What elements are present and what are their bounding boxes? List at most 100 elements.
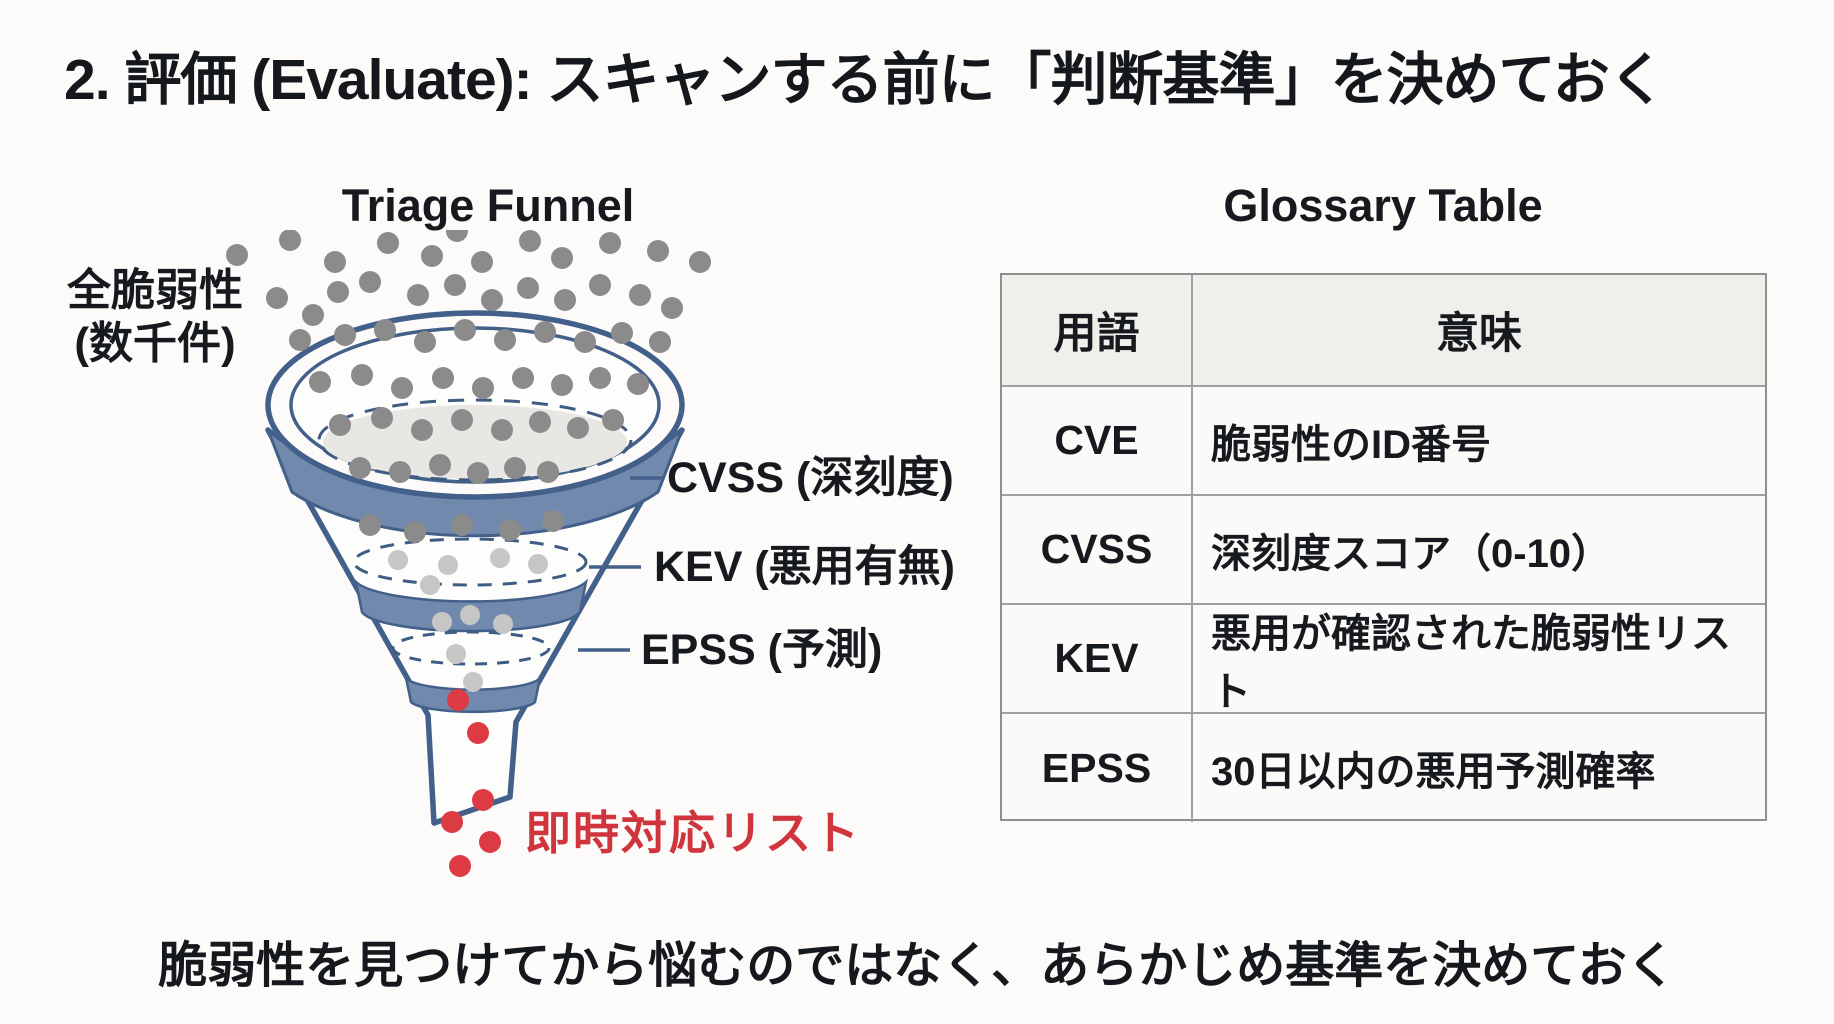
funnel-dot-gray [504,457,526,479]
funnel-dot-gray [451,514,473,536]
funnel-dot-gray [407,284,429,306]
funnel-dot-gray [334,324,356,346]
slide-title: 2. 評価 (Evaluate): スキャンする前に「判断基準」を決めておく [64,48,1666,112]
funnel-input-label-line2: (数千件) [74,319,236,368]
funnel-dot-gray [602,409,624,431]
glossary-term-cvss: CVSS [1002,494,1193,603]
funnel-dot-gray [429,454,451,476]
glossary-term-kev: KEV [1002,603,1193,712]
stage-label-cvss: CVSS (深刻度) [667,454,954,502]
funnel-dot-gray [542,510,564,532]
funnel-dot-gray [627,373,649,395]
funnel-dot-gray [391,377,413,399]
funnel-dot-gray [451,409,473,431]
funnel-dot-gray [309,371,331,393]
funnel-dot-gray [589,367,611,389]
glossary-meaning-kev: 悪用が確認された脆弱性リスト [1193,603,1765,714]
funnel-dot-light [388,550,408,570]
funnel-dot-gray [574,331,596,353]
funnel-dot-gray [324,251,346,273]
funnel-dot-gray [499,519,521,541]
funnel-dot-gray [371,407,393,429]
funnel-dot-gray [481,289,503,311]
funnel-dot-gray [404,521,426,543]
funnel-dot-gray [512,367,534,389]
funnel-dot-red [449,855,471,877]
funnel-dot-light [420,575,440,595]
funnel-dot-red [479,831,501,853]
funnel-dot-light [460,605,480,625]
glossary-title: Glossary Table [1223,180,1543,231]
funnel-dot-gray [647,240,669,262]
funnel-dashed-level-kev [352,537,588,587]
funnel-dot-red [441,811,463,833]
funnel-dot-gray [454,319,476,341]
funnel-dot-gray [471,251,493,273]
funnel-dot-gray [519,230,541,252]
funnel-dot-light [432,612,452,632]
funnel-dot-light [493,614,513,634]
funnel-dot-gray [517,277,539,299]
funnel-dot-gray [649,331,671,353]
funnel-dot-gray [302,304,324,326]
funnel-dot-gray [389,461,411,483]
funnel-dashed-level-top [317,398,633,482]
funnel-dot-gray [599,232,621,254]
funnel-dot-gray [421,245,443,267]
funnel-dot-red [472,789,494,811]
funnel-dot-gray [446,230,468,242]
funnel-dot-gray [289,329,311,351]
funnel-title: Triage Funnel [341,180,635,231]
funnel-pool [323,405,627,479]
glossary-term-epss: EPSS [1002,712,1193,822]
funnel-dot-red [447,689,469,711]
funnel-dot-gray [226,244,248,266]
funnel-dot-gray [359,514,381,536]
funnel-output-label: 即時対応リスト [525,807,861,859]
funnel-dot-gray [444,274,466,296]
funnel-dot-light [438,555,458,575]
funnel-dot-light [463,672,483,692]
glossary-meaning-cvss: 深刻度スコア（0-10） [1193,494,1765,603]
funnel-dot-gray [534,321,556,343]
funnel-dot-red [467,722,489,744]
funnel-dot-gray [611,322,633,344]
funnel-dot-gray [414,331,436,353]
funnel-dot-gray [551,374,573,396]
funnel-dot-gray [279,230,301,251]
funnel-dot-gray [661,297,683,319]
funnel-dot-light [490,548,510,568]
funnel-dots [226,230,711,877]
funnel-dot-gray [374,319,396,341]
funnel-dot-gray [567,417,589,439]
funnel-diagram [226,230,711,877]
funnel-dot-gray [589,274,611,296]
funnel-dot-gray [494,329,516,351]
funnel-dot-gray [329,414,351,436]
funnel-band-epss [404,677,542,714]
stage-label-kev: KEV (悪用有無) [654,543,955,591]
funnel-dot-gray [266,287,288,309]
funnel-dot-gray [551,247,573,269]
funnel-dot-gray [377,232,399,254]
glossary-term-cve: CVE [1002,385,1193,494]
funnel-input-label: 全脆弱性 (数千件) [60,264,250,370]
glossary-header-term: 用語 [1002,275,1193,385]
funnel-dot-gray [327,281,349,303]
funnel-dot-gray [491,419,513,441]
funnel-input-label-line1: 全脆弱性 [67,266,243,315]
glossary-table: 用語 意味 CVE 脆弱性のID番号 CVSS 深刻度スコア（0-10） KEV… [1000,273,1767,822]
funnel-dashed-level-epss [391,630,551,666]
funnel-dot-gray [689,251,711,273]
funnel-dot-gray [359,271,381,293]
funnel-dot-light [528,554,548,574]
funnel-dot-gray [349,457,371,479]
stage-label-epss: EPSS (予測) [641,626,883,674]
funnel-dot-gray [411,419,433,441]
funnel-dot-gray [537,461,559,483]
funnel-dot-gray [554,289,576,311]
glossary-header-meaning: 意味 [1193,275,1765,385]
funnel-dot-gray [472,377,494,399]
funnel-dot-gray [432,367,454,389]
